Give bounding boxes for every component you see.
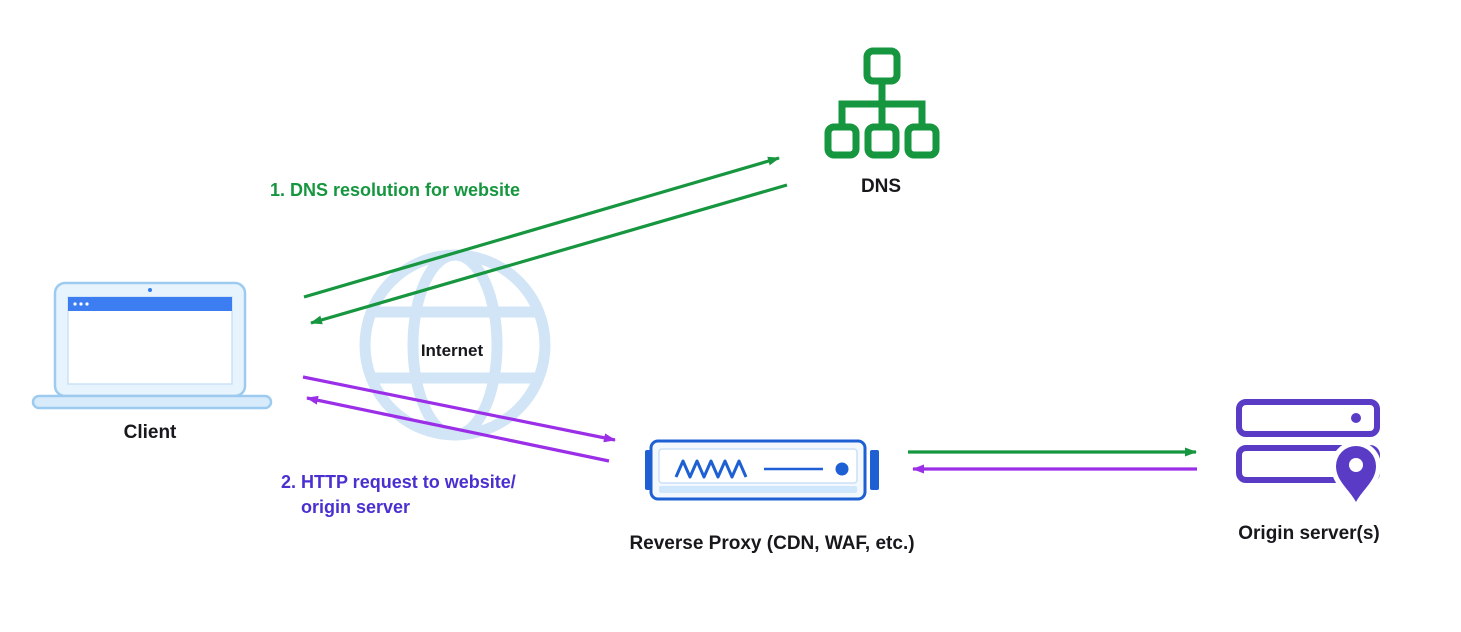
dns-label: DNS xyxy=(860,176,902,197)
arrow-client-to-proxy xyxy=(302,375,616,443)
server-stack-location-icon xyxy=(1236,399,1382,513)
annotation-dns-resolution: 1. DNS resolution for website xyxy=(270,180,521,200)
client-label: Client xyxy=(123,422,177,443)
arrow-proxy-to-client xyxy=(306,395,610,463)
annotation-http-line1: 2. HTTP request to website/ xyxy=(281,472,516,492)
internet-label: Internet xyxy=(420,341,484,360)
dns-tree-icon xyxy=(824,47,940,159)
annotation-http-request: 2. HTTP request to website/ origin serve… xyxy=(281,470,516,520)
location-pin-icon xyxy=(1336,446,1376,502)
laptop-icon xyxy=(31,281,273,410)
proxy-appliance-icon xyxy=(645,439,879,501)
arrow-dns-to-client xyxy=(310,183,788,325)
reverse-proxy-label: Reverse Proxy (CDN, WAF, etc.) xyxy=(629,533,915,554)
internet-globe-icon xyxy=(359,249,551,441)
origin-server-label: Origin server(s) xyxy=(1238,523,1380,544)
arrow-client-to-dns xyxy=(303,156,780,299)
annotation-http-line2: origin server xyxy=(301,497,411,517)
